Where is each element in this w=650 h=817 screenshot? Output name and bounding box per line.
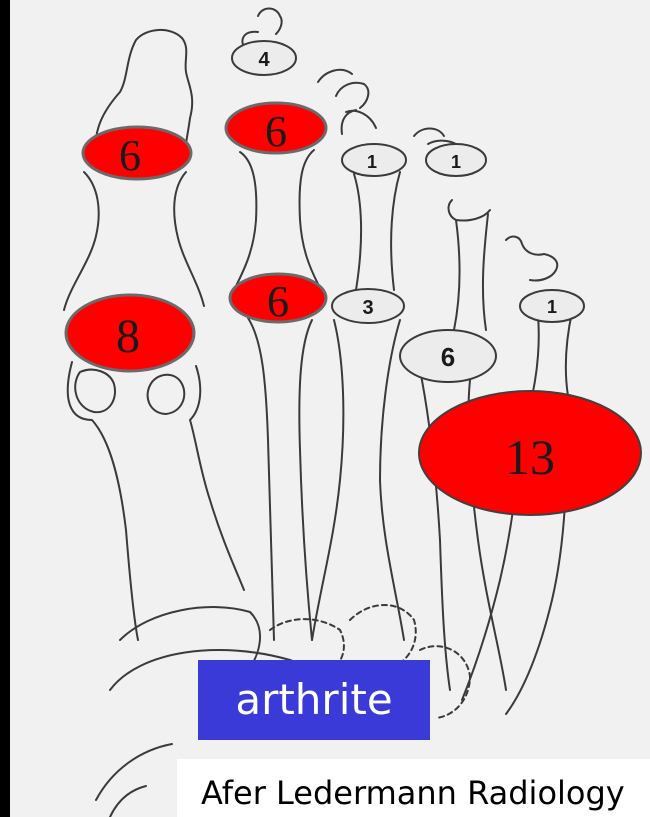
red-marker-hallux-mtp-label: 8 — [116, 310, 140, 363]
arthrite-label-box: arthrite — [198, 660, 430, 740]
grey-marker-third-pip-label: 3 — [362, 297, 373, 319]
red-marker-hallux-ip-label: 6 — [119, 131, 141, 180]
grey-marker-fourth-distal-label: 1 — [451, 152, 461, 172]
arthrite-label: arthrite — [235, 679, 392, 721]
grey-marker-third-distal-label: 1 — [367, 152, 377, 172]
grey-marker-fourth-mtp-label: 6 — [441, 342, 455, 372]
red-marker-second-pip-label: 6 — [267, 277, 289, 326]
caption-box: Afer Ledermann Radiology — [177, 759, 650, 817]
red-marker-fifth-mtp-label: 13 — [505, 429, 555, 485]
grey-marker-second-distal-label: 4 — [258, 49, 270, 71]
red-marker-second-dip-label: 6 — [265, 107, 287, 156]
grey-marker-fifth-pip-label: 1 — [547, 297, 557, 317]
caption-text: Afer Ledermann Radiology — [177, 759, 650, 809]
